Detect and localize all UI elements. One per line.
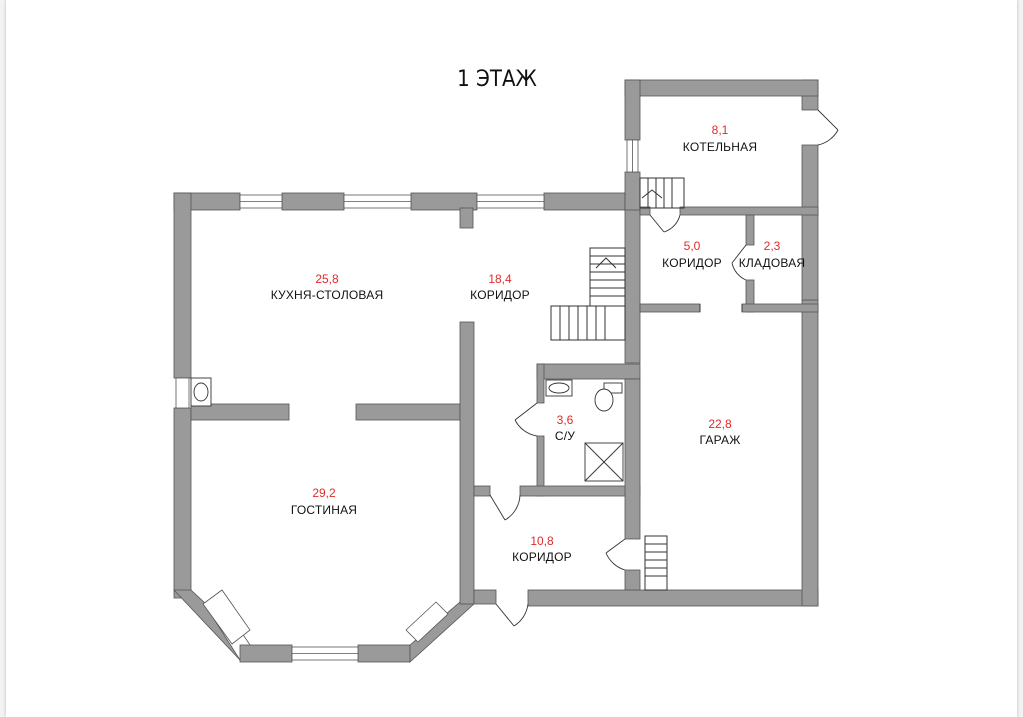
room-labels: 25,8 КУХНЯ-СТОЛОВАЯ 18,4 КОРИДОР 8,1 КОТ… (271, 123, 806, 564)
wall-segment (679, 206, 819, 216)
wall-segment (741, 303, 819, 313)
stairs-main (550, 247, 626, 341)
corridor-main-area: 18,4 (488, 272, 512, 286)
wall-segment (624, 378, 641, 540)
window (202, 589, 251, 645)
boiler-name: КОТЕЛЬНАЯ (683, 140, 757, 154)
door-garage (605, 538, 626, 571)
garage-area: 22,8 (708, 417, 732, 431)
wall-segment (190, 403, 290, 421)
door-corridor-garage-opening (699, 304, 743, 312)
stairs-boiler (639, 177, 685, 209)
wall-segment (357, 644, 411, 663)
wall-segment (624, 79, 819, 97)
floor-plan-sheet: 1 ЭТАЖ (6, 0, 1017, 717)
window (405, 601, 449, 643)
wall-segment (459, 321, 475, 605)
wall-segment (745, 214, 755, 246)
door-bathroom (514, 402, 538, 437)
kitchen-name: КУХНЯ-СТОЛОВАЯ (271, 288, 384, 302)
wall-segment (624, 192, 641, 364)
pantry-area: 2,3 (764, 239, 781, 253)
door-small-corridor (649, 214, 681, 233)
doors (489, 109, 839, 627)
corridor-entry-area: 10,8 (530, 534, 554, 548)
toilet-tank (603, 382, 623, 394)
living-area: 29,2 (312, 486, 336, 500)
kitchen-area: 25,8 (315, 272, 339, 286)
window (175, 377, 190, 409)
wall-segment (801, 299, 819, 607)
door-boiler-outside (817, 109, 839, 146)
wall-segment (543, 192, 629, 211)
wall-segment (473, 589, 497, 605)
stairs-garage (644, 535, 668, 591)
corridor-main-name: КОРИДОР (470, 288, 530, 302)
living-name: ГОСТИНАЯ (291, 503, 357, 517)
toilet-bowl (594, 388, 614, 412)
pantry-name: КЛАДОВАЯ (739, 256, 806, 270)
wall-segment (173, 407, 192, 599)
wall-segment (801, 144, 819, 301)
wall-segment (355, 403, 461, 421)
wall-segment (536, 363, 545, 404)
wall-segment (281, 192, 345, 211)
wall-segment (410, 192, 478, 211)
door-main-entrance (495, 603, 529, 627)
door-pantry (731, 244, 747, 281)
fixtures (190, 377, 624, 482)
wall-segment (639, 206, 651, 216)
bathroom-area: 3,6 (557, 413, 574, 427)
corridor-entry-name: КОРИДОР (512, 550, 572, 564)
wall-segment (624, 569, 641, 591)
wall-segment (459, 207, 474, 229)
bathroom-name: С/У (555, 429, 575, 443)
door-entry-corridor (489, 494, 521, 521)
walls (173, 79, 819, 663)
corridor-small-area: 5,0 (684, 239, 701, 253)
corridor-small-name: КОРИДОР (662, 256, 722, 270)
wall-segment (639, 303, 701, 313)
wall-segment (473, 485, 491, 497)
floor-plan-drawing: 1 ЭТАЖ (173, 67, 839, 663)
wall-segment (624, 171, 641, 211)
wall-segment (527, 589, 819, 607)
windows (175, 139, 639, 661)
garage-name: ГАРАЖ (700, 433, 741, 447)
wall-segment (173, 192, 192, 379)
wall-segment (624, 79, 641, 141)
wall-segment (239, 644, 293, 663)
wall-segment (536, 363, 641, 380)
wall-segment (519, 485, 641, 497)
plan-title: 1 ЭТАЖ (457, 67, 537, 92)
boiler-area: 8,1 (712, 123, 729, 137)
